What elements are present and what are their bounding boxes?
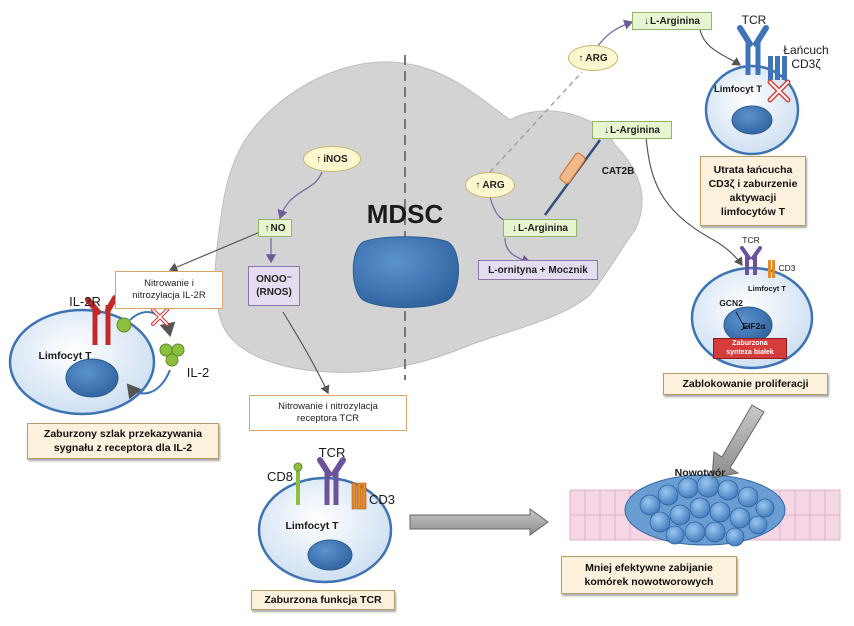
l-arginina-inner-label: L-Arginina bbox=[518, 222, 568, 234]
il2r-label: IL-2R bbox=[69, 294, 101, 309]
l-arginina-cat-box: ↓L-Arginina bbox=[592, 121, 672, 139]
big-arrow-prolif-to-tumor bbox=[711, 404, 765, 479]
caption-cd3: Utrata łańcucha CD3ζ i zaburzenie aktywa… bbox=[700, 156, 806, 226]
nitro-il2r-line2: nitrozylacja IL-2R bbox=[132, 290, 206, 301]
arg-lower-oval: ↑ARG bbox=[465, 172, 515, 198]
rnos-label: (RNOS) bbox=[256, 287, 292, 298]
caption-prolif: Zablokowanie proliferacji bbox=[663, 373, 828, 395]
synteza-line1: Zaburzona bbox=[732, 340, 768, 348]
onoo-box: ONOO⁻ (RNOS) bbox=[248, 266, 300, 306]
onoo-label: ONOO⁻ bbox=[256, 274, 292, 285]
mdsc-label: MDSC bbox=[366, 199, 444, 229]
gcn2-label: GCN2 bbox=[719, 298, 743, 308]
arrow-arg-dashed bbox=[489, 71, 583, 173]
cd3-label: CD3 bbox=[368, 492, 395, 507]
tumor-tissue bbox=[569, 474, 841, 547]
l-arginina-cat-label: L-Arginina bbox=[610, 124, 660, 136]
nitro-il2r-line1: Nitrowanie i bbox=[144, 277, 194, 289]
inos-oval: ↑iNOS bbox=[303, 146, 361, 172]
t-cell-cd3-loss bbox=[704, 25, 800, 156]
lancuch-line1: Łańcuch bbox=[783, 43, 829, 57]
arg-lower-label: ARG bbox=[482, 179, 505, 191]
caption-tumor-line2: komórek nowotworowych bbox=[584, 576, 714, 588]
arrow-cat-larg-to-prolif-cell bbox=[645, 136, 743, 266]
down-arrow-icon: ↓ bbox=[512, 222, 517, 234]
up-arrow-icon: ↑ bbox=[578, 52, 584, 64]
cd3-label: CD3 bbox=[778, 263, 796, 273]
cat2b-channel bbox=[559, 152, 586, 184]
nitro-tcr-note: Nitrowanie i nitrozylacja receptora TCR bbox=[249, 395, 407, 431]
arrow-larg-top-to-cell bbox=[699, 29, 741, 66]
no-label: NO bbox=[270, 222, 286, 234]
mdsc-nucleus bbox=[352, 236, 459, 308]
caption-cd3-line4: limfocytów T bbox=[720, 206, 786, 219]
lancuch-line2: CD3ζ bbox=[791, 56, 821, 71]
caption-cd3-line2: CD3ζ i zaburzenie bbox=[708, 177, 798, 190]
tcr-label: TCR bbox=[742, 235, 760, 245]
caption-il2-line1: Zaburzony szlak przekazywania bbox=[43, 427, 203, 440]
il2-label: IL-2 bbox=[186, 365, 210, 380]
limfocyt-t-label: Limfocyt T bbox=[713, 84, 763, 95]
tcr-label: TCR bbox=[741, 13, 767, 27]
down-arrow-icon: ↓ bbox=[604, 124, 609, 136]
caption-cd3-line3: aktywacji bbox=[729, 192, 777, 204]
caption-tumor: Mniej efektywne zabijanie komórek nowotw… bbox=[561, 556, 737, 594]
nowotwor-label: Nowotwór bbox=[674, 467, 726, 479]
nitro-tcr-line1: Nitrowanie i nitrozylacja bbox=[278, 400, 378, 412]
t-cell-tcr bbox=[257, 457, 393, 584]
limfocyt-t-label: Limfocyt T bbox=[748, 284, 786, 293]
arg-upper-label: ARG bbox=[585, 52, 608, 64]
arrow-no-to-il2r-note bbox=[168, 231, 261, 272]
inos-label: iNOS bbox=[323, 153, 348, 165]
limfocyt-t-label: Limfocyt T bbox=[38, 350, 92, 362]
caption-il2-line2: sygnału z receptora dla IL-2 bbox=[53, 442, 193, 454]
down-arrow-icon: ↓ bbox=[644, 15, 649, 27]
lancuch-label: Łańcuch CD3ζ bbox=[778, 43, 834, 72]
arg-upper-oval: ↑ARG bbox=[568, 45, 618, 71]
up-arrow-icon: ↑ bbox=[475, 179, 481, 191]
big-arrow-tcr-to-tumor bbox=[409, 508, 549, 536]
up-arrow-icon: ↑ bbox=[264, 222, 270, 234]
arrow-onoo-to-tcr-note bbox=[282, 311, 330, 395]
tcr-label: TCR bbox=[318, 445, 346, 460]
mdsc-cell-body bbox=[214, 61, 643, 373]
synteza-line2: synteza białek bbox=[726, 348, 774, 356]
l-arginina-inner-box: ↓L-Arginina bbox=[503, 219, 577, 237]
nitro-il2r-note: Nitrowanie i nitrozylacja IL-2R bbox=[115, 271, 223, 309]
synteza-box: Zaburzona synteza białek bbox=[713, 338, 787, 359]
ornityna-box: L-ornityna + Mocznik bbox=[478, 260, 598, 280]
eif2a-label: EIF2α bbox=[742, 321, 766, 331]
caption-tcr: Zaburzona funkcja TCR bbox=[251, 590, 395, 610]
l-arginina-top-label: L-Arginina bbox=[650, 15, 700, 27]
arrow-inos-to-no bbox=[277, 171, 323, 220]
cat2b-label: CAT2B bbox=[601, 166, 635, 177]
l-arginina-top-box: ↓L-Arginina bbox=[632, 12, 712, 30]
up-arrow-icon: ↑ bbox=[316, 153, 322, 165]
no-box: ↑NO bbox=[258, 219, 292, 237]
cd8-label: CD8 bbox=[266, 469, 293, 484]
caption-il2: Zaburzony szlak przekazywania sygnału z … bbox=[27, 423, 219, 459]
t-cell-il2r bbox=[8, 295, 185, 416]
nitro-tcr-line2: receptora TCR bbox=[296, 413, 360, 424]
limfocyt-t-label: Limfocyt T bbox=[285, 520, 339, 532]
caption-tumor-line1: Mniej efektywne zabijanie bbox=[585, 561, 713, 574]
caption-cd3-line1: Utrata łańcucha bbox=[713, 163, 793, 176]
